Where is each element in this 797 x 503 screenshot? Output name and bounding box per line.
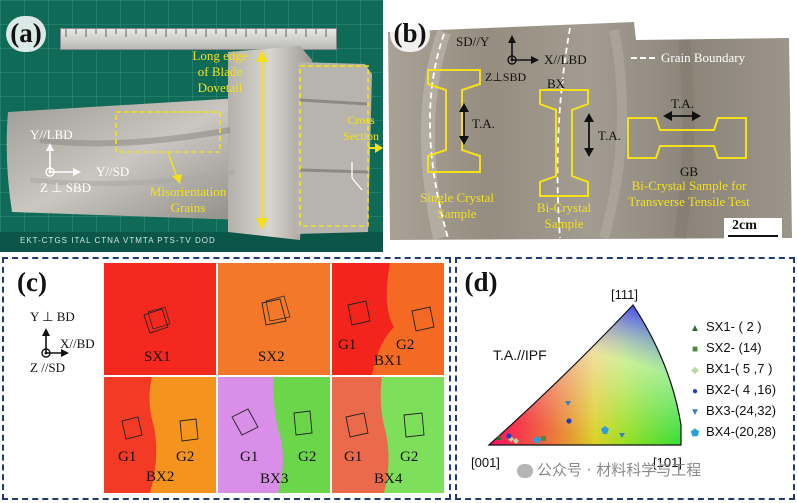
tile-g2-bx4: G2 [400,449,419,465]
watermark-text: 公众号 · 材料科学与工程 [537,461,702,479]
legend-label: BX4-(20,28) [706,424,777,439]
ruler [60,28,337,50]
corner-101-label: [101] [653,455,682,470]
ebsd-tile-sx2: SX2 [218,263,330,375]
panel-b: (b) SD//Y Z⊥SBD X//LBD Grain Boundary BX… [384,0,797,252]
panel-c-axes [41,328,69,358]
tile-g1-bx2: G1 [118,449,137,465]
panel-c: (c) Y ⊥ BD X//BD Z //SD SX1 SX2 G1 G2 BX [4,259,449,498]
x-axis-label: X//LBD [544,52,587,67]
corner-111-label: [111] [611,287,638,302]
sx1-crystal-cube [143,306,171,334]
panel-d-frame [455,257,795,500]
ipf-legend: ▲ SX1- ( 2 ) ■ SX2- (14) ◆ BX1-( 5 ,7 ) ● BX… [689,319,789,449]
c-axis-y: Y ⊥ BD [30,309,75,324]
ipf-title: T.A.//IPF [493,347,547,363]
tile-label-bx3: BX3 [260,471,289,487]
panel-d: (d) [457,259,793,498]
legend-item-bx1: ◆ BX1-( 5 ,7 ) [689,361,772,376]
ta-label-3: T.A. [671,96,694,111]
square-icon: ■ [691,344,699,355]
c-axis-x: X//BD [60,336,95,351]
panel-d-letter: (d) [461,265,501,301]
bx1-grain-map [347,263,444,375]
watermark: 公众号 · 材料科学与工程 [517,459,701,480]
blade-photo [6,46,383,240]
corner-001-label: [001] [471,455,500,470]
tile-g1-bx1: G1 [338,337,357,353]
tile-label-sx2: SX2 [258,349,285,365]
scale-bar-label: 2cm [732,218,757,233]
legend-item-bx3: ▼ BX3-(24,32) [689,403,776,418]
ta-label-1: T.A. [472,116,495,131]
grain-boundary-label: Grain Boundary [661,50,746,65]
tile-label-bx4: BX4 [374,471,403,487]
bx2-grain-map [121,377,216,493]
ebsd-tile-bx2: G1 G2 BX2 [104,377,216,493]
ipf-triangle [487,304,682,446]
tile-g1-bx3: G1 [240,449,259,465]
c-axis-z: Z //SD [30,360,66,375]
tile-g1-bx4: G1 [344,449,363,465]
circle-icon: ● [691,386,699,397]
sx2-crystal-cube [261,295,291,326]
cross-section-photo [388,22,792,240]
panel-b-letter: (b) [390,16,430,52]
ta-label-2: T.A. [598,128,621,143]
z-axis-label: Z⊥SBD [485,70,527,84]
legend-item-bx4: ⬟ BX4-(20,28) [689,424,776,439]
ebsd-tile-bx4: G1 G2 BX4 [332,377,444,493]
bi-crystal-label: Bi-Crystal Sample [536,200,592,231]
legend-label: SX1- ( 2 ) [706,319,762,334]
gb-label: GB [680,164,699,179]
bi-crystal-transverse-label: Bi-Crystal Sample for Transverse Tensile… [628,178,750,209]
tile-g2-bx3: G2 [298,449,317,465]
misorientation-label: Misorientation Grains [149,184,227,215]
ebsd-tile-bx3: G1 G2 BX3 [218,377,330,493]
legend-label: BX3-(24,32) [706,403,777,418]
tile-label-sx1: SX1 [144,349,171,365]
pentagon-icon: ⬟ [690,428,700,439]
ebsd-tile-sx1: SX1 [104,263,216,375]
tile-label-bx1: BX1 [374,353,403,369]
mat-print: EKT-CTGS ITAL CTNA VTMTA PTS-TV DOD [20,236,216,245]
legend-label: SX2- (14) [706,340,762,355]
panel-a: (a) Long edge of Blade Dovetail Misorien… [0,0,383,252]
bx3-grain-map [231,377,330,493]
legend-label: BX2-( 4 ,16) [706,382,777,397]
legend-item-sx2: ■ SX2- (14) [689,340,762,355]
triangle-icon: ▲ [690,323,700,334]
down-triangle-icon: ▼ [690,407,700,418]
long-edge-label: Long edge of Blade Dovetail [192,48,248,95]
bx4-grain-map [345,377,444,493]
axis-z-label: Z ⊥ SBD [40,180,92,195]
tile-label-bx2: BX2 [146,469,175,485]
cross-section-label: Cross Section [343,113,379,143]
single-crystal-label: Single Crystal Sample [419,190,495,221]
axis-x-label: Y//SD [96,164,130,179]
legend-label: BX1-( 5 ,7 ) [706,361,773,376]
diamond-icon: ◆ [691,365,699,376]
panel-a-letter: (a) [6,16,46,52]
ruler-ticks [65,29,327,37]
ebsd-tile-bx1: G1 G2 BX1 [332,263,444,375]
legend-item-bx2: ● BX2-( 4 ,16) [689,382,776,397]
panel-c-letter: (c) [12,265,52,301]
sd-axis-label: SD//Y [456,34,490,49]
tile-g2-bx2: G2 [176,449,195,465]
bx-label: BX [547,76,566,91]
panel-c-frame [2,257,451,500]
wechat-icon [517,463,533,478]
legend-item-sx1: ▲ SX1- ( 2 ) [689,319,762,334]
axis-y-label: Y//LBD [30,127,73,142]
tile-g2-bx1: G2 [396,337,415,353]
